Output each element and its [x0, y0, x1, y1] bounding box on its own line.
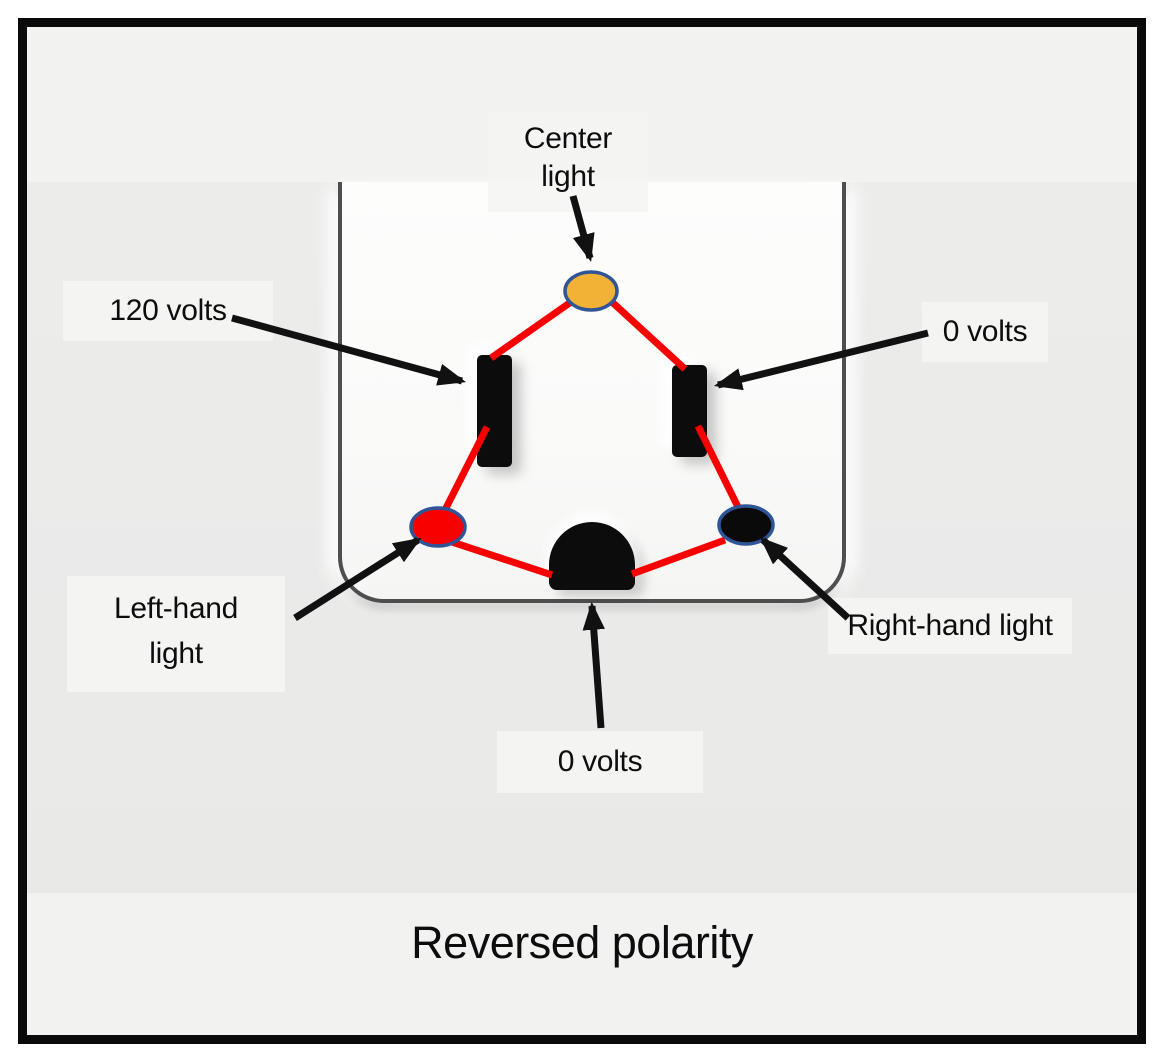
left-slot-voltage-arrow	[231, 314, 467, 386]
right-slot-voltage-arrow	[713, 329, 929, 391]
right-slot	[672, 365, 707, 457]
connector-left-slot-to-left-dot	[440, 425, 491, 514]
left-light-label-line2: light	[149, 637, 203, 670]
left-slot-voltage-label: 120 volts	[63, 281, 273, 341]
connector-right-dot-to-ground	[630, 536, 727, 578]
right-slot-voltage-label: 0 volts	[922, 302, 1048, 362]
connector-center-to-left-slot	[488, 299, 574, 361]
connector-left-dot-to-ground	[450, 538, 554, 579]
left-light-label-line1: Left-hand	[113, 592, 239, 625]
right-light-dot	[717, 504, 775, 546]
ground-voltage-arrow	[582, 601, 605, 729]
ground-pin	[549, 522, 635, 590]
left-light-label: Left-hand light	[67, 576, 285, 692]
center-light-label: Center light	[488, 112, 648, 212]
left-light-dot	[409, 506, 467, 548]
left-light-arrow	[293, 537, 422, 621]
center-light-dot	[563, 270, 619, 312]
right-light-label: Right-hand light	[828, 598, 1072, 654]
center-light-label-line2: light	[541, 160, 595, 193]
center-light-arrow	[569, 195, 595, 263]
connector-center-to-right-slot	[609, 299, 688, 372]
connector-right-slot-to-right-dot	[694, 424, 744, 513]
right-light-arrow	[759, 537, 851, 621]
caption: Reversed polarity	[411, 917, 753, 968]
left-slot	[477, 355, 512, 467]
ground-voltage-label: 0 volts	[497, 731, 703, 793]
center-light-label-line1: Center	[523, 122, 613, 155]
